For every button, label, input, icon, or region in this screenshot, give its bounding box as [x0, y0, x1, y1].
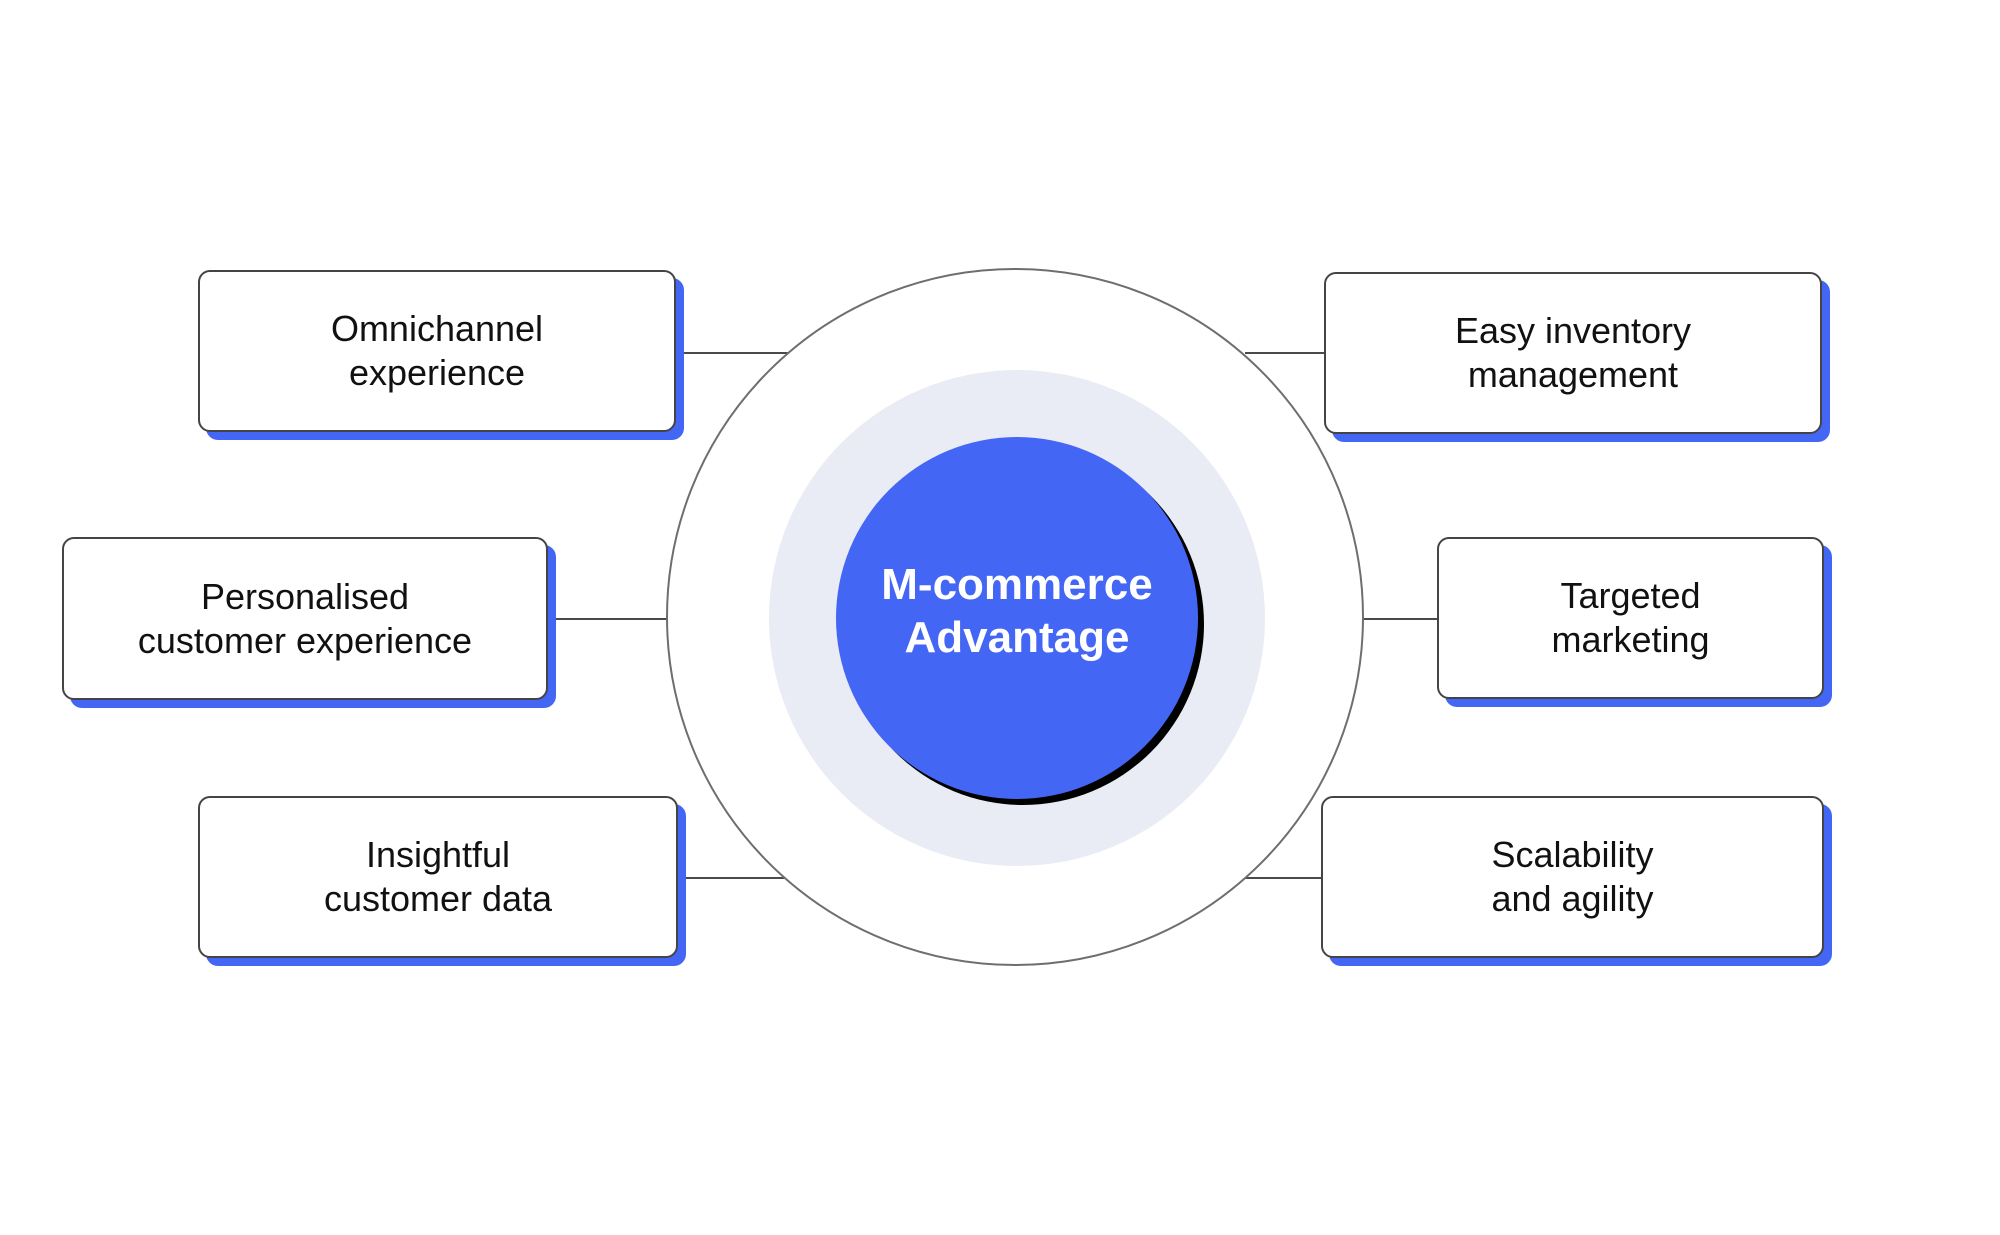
benefit-box-inventory: Easy inventory management — [1324, 272, 1822, 434]
connector-inventory — [1245, 352, 1325, 354]
benefit-label-line-1: Omnichannel — [330, 308, 544, 349]
benefit-label-line-2: customer data — [323, 878, 553, 919]
center-title-line-2: Advantage — [904, 613, 1130, 662]
benefit-box-insightful: Insightful customer data — [198, 796, 678, 958]
benefit-label-line-2: customer experience — [137, 619, 473, 661]
center-title-line-1: M-commerce — [881, 560, 1153, 609]
benefit-label-line-2: experience — [348, 352, 526, 393]
connector-targeted — [1364, 618, 1438, 620]
benefit-label-line-2: and agility — [1491, 878, 1654, 919]
connector-omnichannel — [676, 352, 791, 354]
center-circle: M-commerce Advantage — [836, 437, 1198, 799]
benefit-box-targeted: Targeted marketing — [1437, 537, 1824, 699]
benefit-label-line-2: management — [1467, 354, 1679, 395]
benefit-label-line-1: Easy inventory — [1454, 310, 1692, 351]
benefit-box-omnichannel: Omnichannel experience — [198, 270, 676, 432]
connector-insightful — [678, 877, 788, 879]
connector-personalised — [548, 618, 668, 620]
benefit-label-line-2: marketing — [1551, 619, 1710, 660]
connector-scalability — [1245, 877, 1323, 879]
benefit-box-scalability: Scalability and agility — [1321, 796, 1824, 958]
benefit-label-line-1: Scalability — [1491, 834, 1654, 875]
benefit-label-line-1: Targeted — [1560, 575, 1701, 616]
benefit-label-line-1: Personalised — [200, 575, 410, 617]
benefit-label-line-1: Insightful — [365, 834, 511, 875]
benefit-box-personalised: Personalised customer experience — [62, 537, 548, 700]
